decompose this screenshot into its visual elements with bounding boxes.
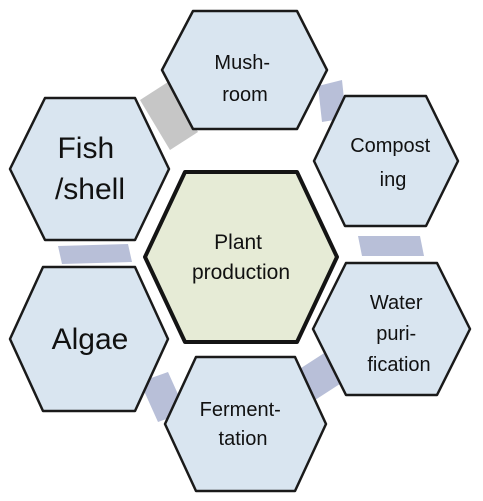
- center-label-line-1: Plant: [214, 231, 262, 254]
- node-fish-shell: Fish /shell: [8, 96, 171, 242]
- fish-shell-hexagon: [8, 96, 171, 242]
- node-composting: Compost ing: [312, 94, 460, 228]
- algae-hexagon: [8, 265, 170, 413]
- mushroom-label-line-2: room: [222, 84, 268, 106]
- mushroom-label: Mush- room: [214, 52, 275, 106]
- connector-composting-water: [358, 236, 424, 256]
- algae-label-line-1: Algae: [52, 323, 129, 356]
- fish-shell-label-line-1: Fish: [57, 132, 114, 165]
- node-algae: Algae: [8, 265, 170, 413]
- mushroom-hexagon: [160, 9, 329, 131]
- connector-algae-fish: [58, 244, 132, 264]
- center-label-line-2: production: [192, 261, 290, 284]
- node-mushroom: Mush- room: [160, 9, 329, 131]
- water-purification-hexagon: [311, 261, 472, 397]
- algae-label: Algae: [52, 323, 129, 356]
- fish-shell-label-line-2: /shell: [55, 173, 125, 206]
- center-hexagon: [143, 170, 339, 344]
- node-water-purification: Water puri- fication: [311, 261, 472, 397]
- center-label: Plant production: [192, 231, 290, 284]
- fermentation-label-line-1: Ferment-: [200, 399, 281, 421]
- connector-fish-mushroom: [140, 82, 198, 150]
- composting-label-line-1: Compost: [350, 135, 430, 157]
- center-node: Plant production: [143, 170, 339, 344]
- composting-label-line-2: ing: [380, 169, 407, 191]
- water-purification-label-line-3: fication: [367, 354, 430, 376]
- composting-label: Compost ing: [350, 135, 436, 191]
- node-fermentation: Ferment- tation: [163, 355, 328, 493]
- fermentation-hexagon: [163, 355, 328, 493]
- composting-hexagon: [312, 94, 460, 228]
- water-purification-label-line-2: puri-: [376, 323, 416, 345]
- fermentation-label: Ferment- tation: [200, 399, 287, 450]
- fish-shell-label: Fish /shell: [55, 132, 125, 206]
- fermentation-label-line-2: tation: [219, 428, 268, 450]
- mushroom-label-line-1: Mush-: [214, 52, 270, 74]
- water-purification-label-line-1: Water: [370, 292, 423, 314]
- water-purification-label: Water puri- fication: [367, 292, 430, 376]
